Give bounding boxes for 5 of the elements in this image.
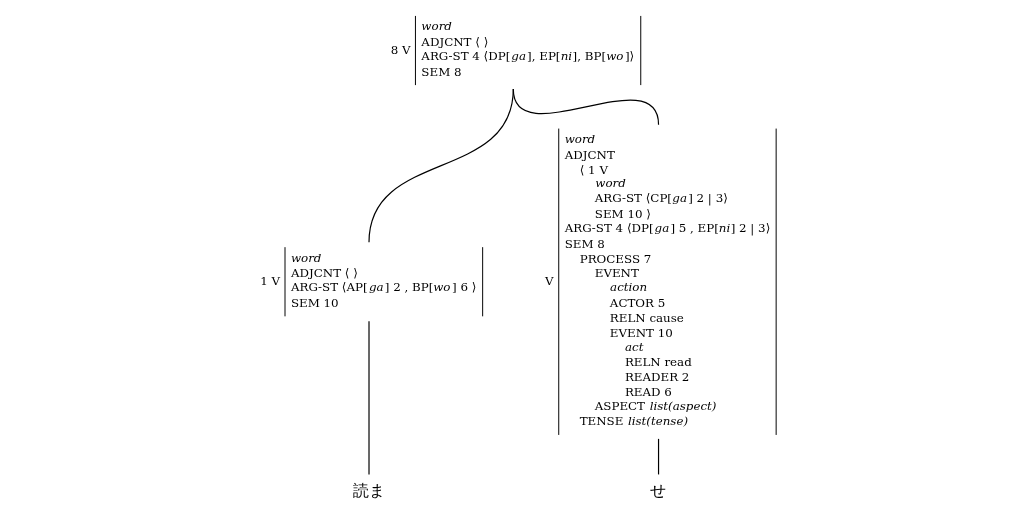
connector [657,438,659,476]
node-text: V word ADJCNT ⟨ 1 V word ARG-ST ⟨CP[ga] 2 | 3⟩ SEM 10 ⟩ ARG-ST 4 ⟨DP[ga] 5 , EP[ni] 2 | 3⟩ SEM 8 PROCESS 7 EVENT action ACTOR 5 RELN cause EVENT 10 act RELN read READER 2 READ 6 ASPECT list(aspect) TENSE list(tense) [544,132,770,428]
node-text: せ [649,480,666,500]
node-text: 読ま [352,480,385,500]
connector [512,88,659,126]
